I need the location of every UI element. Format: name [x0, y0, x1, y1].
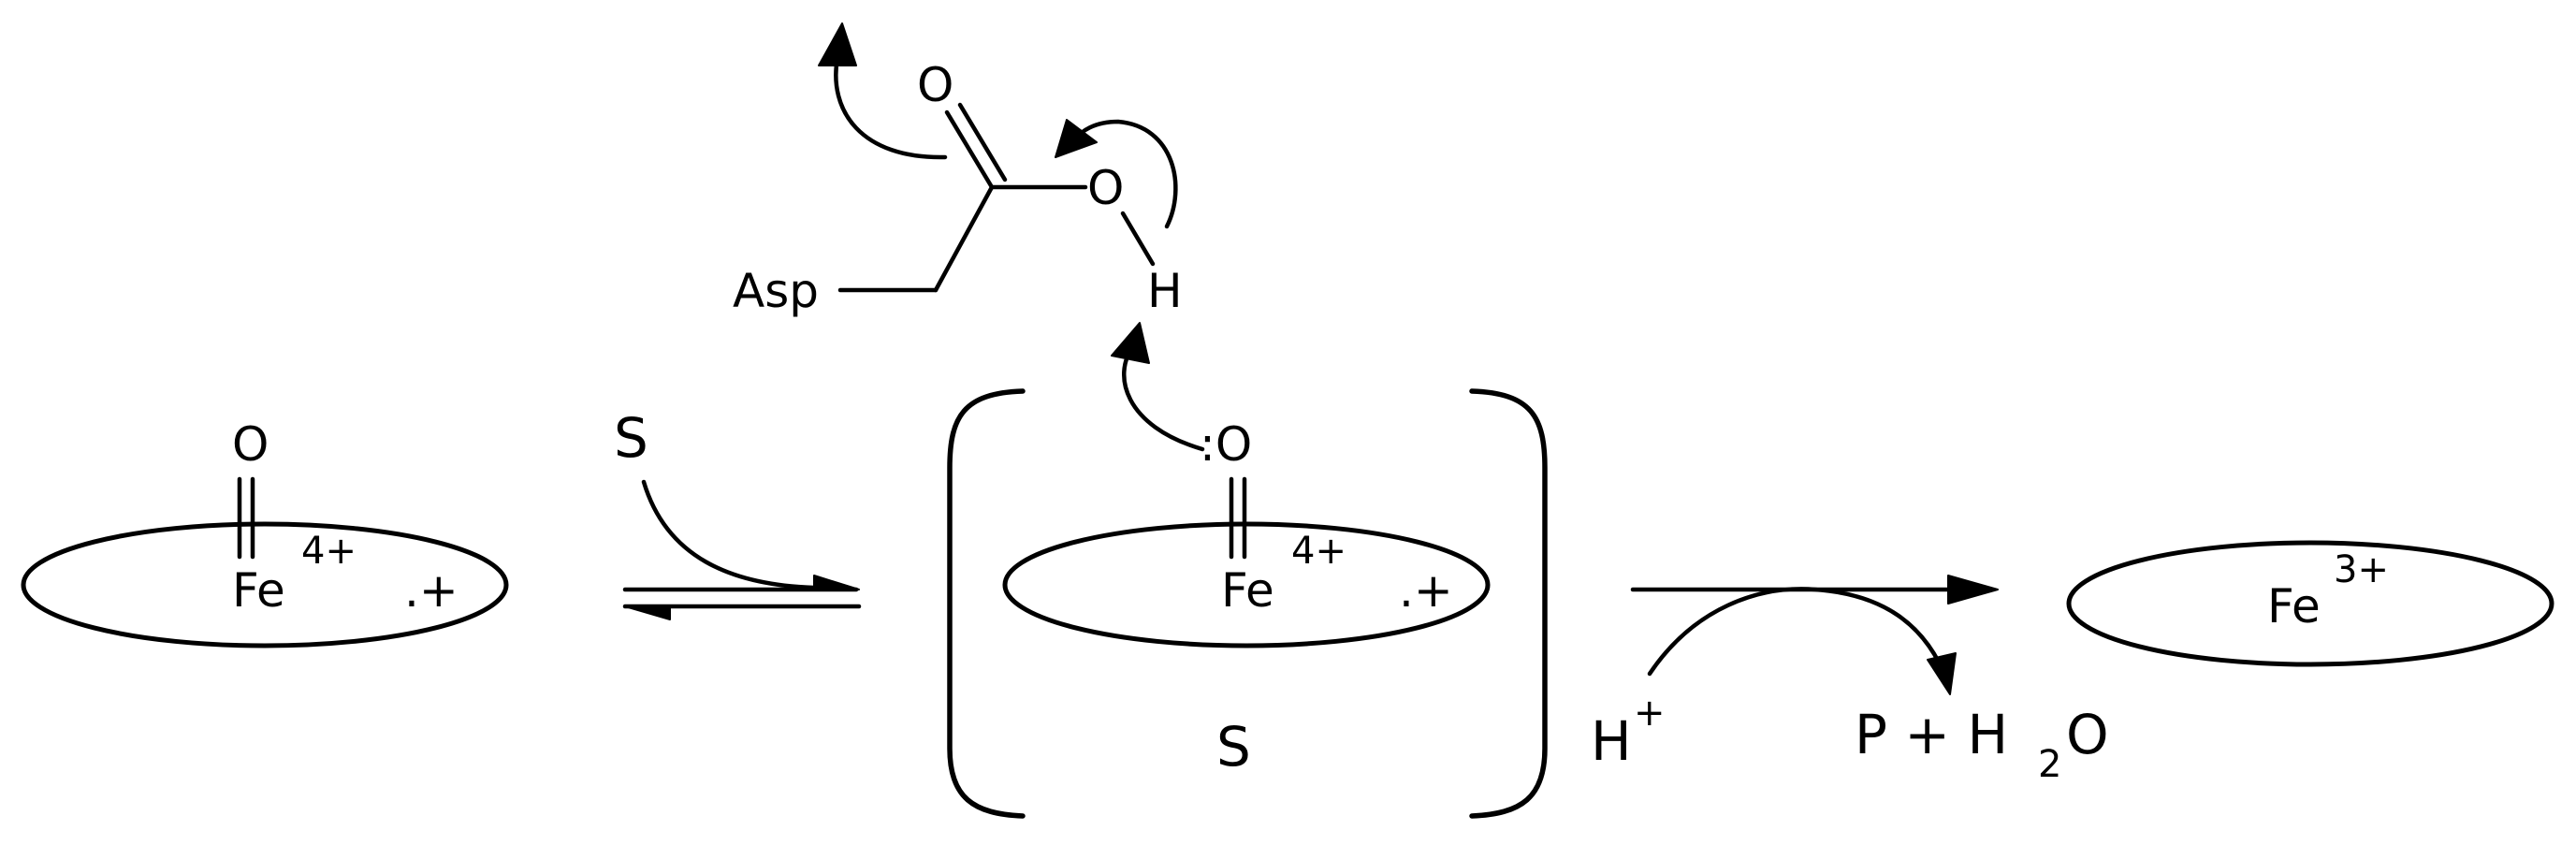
left-oxo-label: O — [232, 417, 269, 472]
right-charge-label: 3+ — [2334, 548, 2389, 591]
left-metal-label: Fe — [232, 563, 285, 618]
left-charge-label: 4+ — [301, 530, 357, 573]
right-porphyrin-complex: Fe 3+ — [2066, 540, 2554, 667]
water-subscript: 2 — [2038, 743, 2061, 786]
carbonyl-curved-arrow — [834, 55, 948, 160]
carbonyl-arrowhead — [818, 22, 857, 66]
right-metal-label: Fe — [2267, 579, 2321, 634]
aspartate-residue: Asp O O H — [733, 22, 1183, 318]
proton-to-products-curve — [1647, 587, 1951, 686]
carbonyl-double-bond-b — [957, 102, 1008, 182]
water-oxygen: O — [2066, 703, 2109, 766]
proton-label: H — [1591, 709, 1632, 773]
oh-bond-arrowhead — [1055, 119, 1098, 158]
carbonyl-oxygen-label: O — [917, 58, 953, 112]
center-charge-label: 4+ — [1291, 530, 1346, 573]
left-bracket — [947, 388, 1026, 819]
substrate-entry-curve — [641, 479, 817, 590]
oxo-to-hydrogen-curved-arrow — [1122, 345, 1205, 452]
center-oxo-label: :O — [1200, 417, 1252, 472]
center-metal-label: Fe — [1221, 563, 1274, 618]
left-porphyrin-complex: O Fe 4+ .+ — [21, 417, 509, 648]
product-arrowhead — [1947, 575, 1999, 605]
oh-bond — [1120, 211, 1156, 267]
bound-substrate-label: S — [1216, 715, 1251, 779]
product-formation-step: H + P + H 2 O — [1591, 575, 2109, 786]
hydrogen-label: H — [1147, 264, 1183, 318]
right-bracket — [1469, 388, 1548, 819]
ch2-to-carboxyl-bond — [933, 184, 995, 293]
carbonyl-double-bond-a — [944, 109, 995, 190]
substrate-label: S — [614, 406, 648, 470]
forward-half-arrowhead — [813, 575, 860, 590]
substrate-binding-equilibrium: S — [614, 406, 862, 620]
left-porphyrin-ring — [21, 521, 509, 648]
left-radical-label: .+ — [404, 563, 458, 618]
bracketed-intermediate: :O Fe 4+ .+ S — [947, 322, 1548, 819]
right-porphyrin-ring — [2066, 540, 2554, 667]
center-radical-label: .+ — [1399, 563, 1453, 618]
oh-bond-curved-arrow — [1071, 119, 1178, 229]
asp-label: Asp — [733, 264, 819, 318]
proton-charge: + — [1634, 692, 1666, 735]
reverse-half-arrowhead — [624, 605, 671, 620]
products-label: P + H — [1855, 703, 2008, 766]
hydroxyl-oxygen-label: O — [1087, 161, 1124, 215]
proton-curve-arrowhead — [1927, 652, 1957, 695]
oxo-to-hydrogen-arrowhead — [1111, 322, 1150, 364]
